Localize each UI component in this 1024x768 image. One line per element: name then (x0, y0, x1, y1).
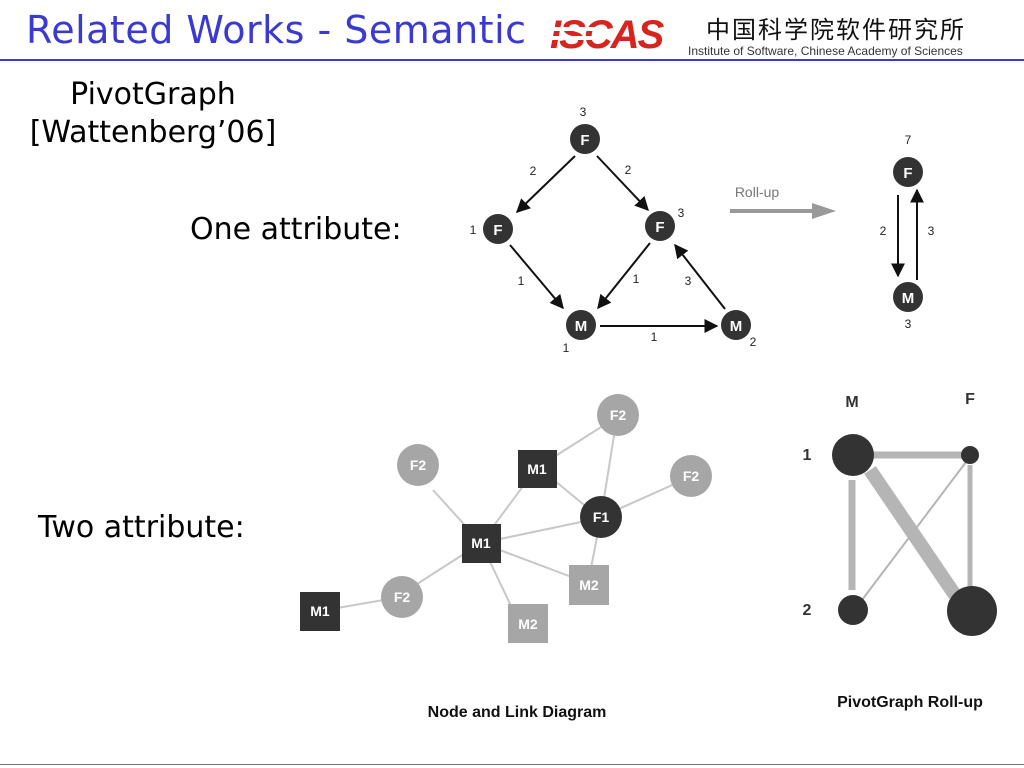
paper-reference: PivotGraph [Wattenberg’06] (0, 76, 306, 152)
node-f-top-label: F (580, 132, 589, 149)
weight-f-right-m-bottom: 1 (633, 272, 640, 286)
edge-f-right-to-m-bottom (597, 242, 651, 310)
cell-m-2 (838, 595, 868, 625)
node-m1-upper-label: M1 (527, 461, 547, 477)
row-label-2: 2 (803, 602, 812, 619)
rolled-node-f-label: F (903, 165, 912, 182)
node-m-bottom (566, 310, 596, 340)
count-f-left: 1 (470, 223, 477, 237)
count-f-right: 3 (678, 206, 685, 220)
rolled-count-f: 7 (905, 133, 912, 147)
two-attribute-label: Two attribute: (38, 510, 245, 545)
paper-title: PivotGraph (70, 77, 236, 112)
weight-m-right-f-right: 3 (685, 274, 692, 288)
cell-f-2 (947, 586, 997, 636)
node-f2-bottom (381, 576, 423, 618)
link-f1-m2 (861, 461, 967, 601)
edge-f-top-to-f-right (596, 155, 649, 212)
node-m2-right-label: M2 (579, 577, 599, 593)
node-f-top (570, 124, 600, 154)
weight-f-top-f-right: 2 (625, 163, 632, 177)
rolled-count-m: 3 (905, 317, 912, 331)
count-m-right: 2 (750, 335, 757, 349)
rollup-arrow: Roll-up (730, 184, 836, 219)
cell-f-1 (961, 446, 979, 464)
node-m1-left (300, 592, 340, 631)
node-m1-center (462, 524, 501, 563)
node-m-right-label: M (730, 318, 743, 335)
svg-text:ISCAS: ISCAS (550, 14, 665, 54)
node-m1-upper (518, 450, 557, 488)
footer-rule (0, 764, 1024, 765)
node-f2-left (397, 444, 439, 486)
edge-f-left-to-m-bottom (509, 244, 564, 310)
node-m1-center-label: M1 (471, 535, 491, 551)
node-m2-bottom (508, 604, 548, 643)
node-f-right (645, 211, 675, 241)
node-m1-left-label: M1 (310, 603, 330, 619)
cell-m-1 (832, 434, 874, 476)
node-f2-top (597, 394, 639, 436)
node-m2-bottom-label: M2 (518, 616, 538, 632)
edge-f-top-to-f-left (515, 155, 576, 213)
rolled-node-f (893, 157, 923, 187)
node-f2-bottom-label: F2 (394, 589, 411, 605)
node-f-right-label: F (655, 219, 664, 236)
node-m-right (721, 310, 751, 340)
node-f1-label: F1 (593, 509, 610, 525)
paper-citation: [Wattenberg’06] (29, 115, 277, 150)
node-f2-right-label: F2 (683, 468, 700, 484)
node-f2-right (670, 455, 712, 497)
rollup-label: Roll-up (735, 184, 780, 200)
row-label-1: 1 (803, 447, 812, 464)
edge-m-right-to-f-right (674, 243, 726, 310)
org-chinese-name: 中国科学院软件研究所 (706, 16, 966, 44)
iscas-logo: ISCAS (546, 14, 682, 54)
pivotgraph-rollup: M F 1 2 PivotGraph Roll-up (803, 391, 997, 711)
weight-f-top-f-left: 2 (530, 164, 537, 178)
one-attribute-label: One attribute: (190, 212, 402, 247)
rolled-node-m (893, 282, 923, 312)
node-f2-top-label: F2 (610, 407, 627, 423)
rolled-graph: F M 7 3 2 3 (880, 133, 935, 331)
count-m-bottom: 1 (563, 341, 570, 355)
node-f-left-label: F (493, 222, 502, 239)
header-rule (0, 59, 1024, 61)
diagram-one: F F F M M 3 1 3 1 2 2 2 1 1 3 1 (470, 105, 757, 355)
count-f-top: 3 (580, 105, 587, 119)
weight-f-left-m-bottom: 1 (518, 274, 525, 288)
node-link-caption: Node and Link Diagram (428, 704, 607, 721)
rolled-weight-m-to-f: 3 (928, 224, 935, 238)
node-m-bottom-label: M (575, 318, 588, 335)
node-f2-left-label: F2 (410, 457, 427, 473)
col-label-f: F (965, 391, 975, 408)
weight-m-bottom-m-right: 1 (651, 330, 658, 344)
rolled-weight-f-to-m: 2 (880, 224, 887, 238)
node-f1 (580, 496, 622, 538)
node-m2-right (569, 565, 609, 605)
node-f-left (483, 214, 513, 244)
col-label-m: M (845, 394, 858, 411)
rolled-node-m-label: M (902, 290, 915, 307)
org-english-name: Institute of Software, Chinese Academy o… (688, 44, 963, 58)
slide-title: Related Works - Semantic (26, 8, 527, 52)
diagram-two: F2 F2 M1 F2 F1 M1 M2 F2 M1 M2 Node and L… (300, 394, 712, 721)
rollup-caption: PivotGraph Roll-up (837, 694, 983, 711)
